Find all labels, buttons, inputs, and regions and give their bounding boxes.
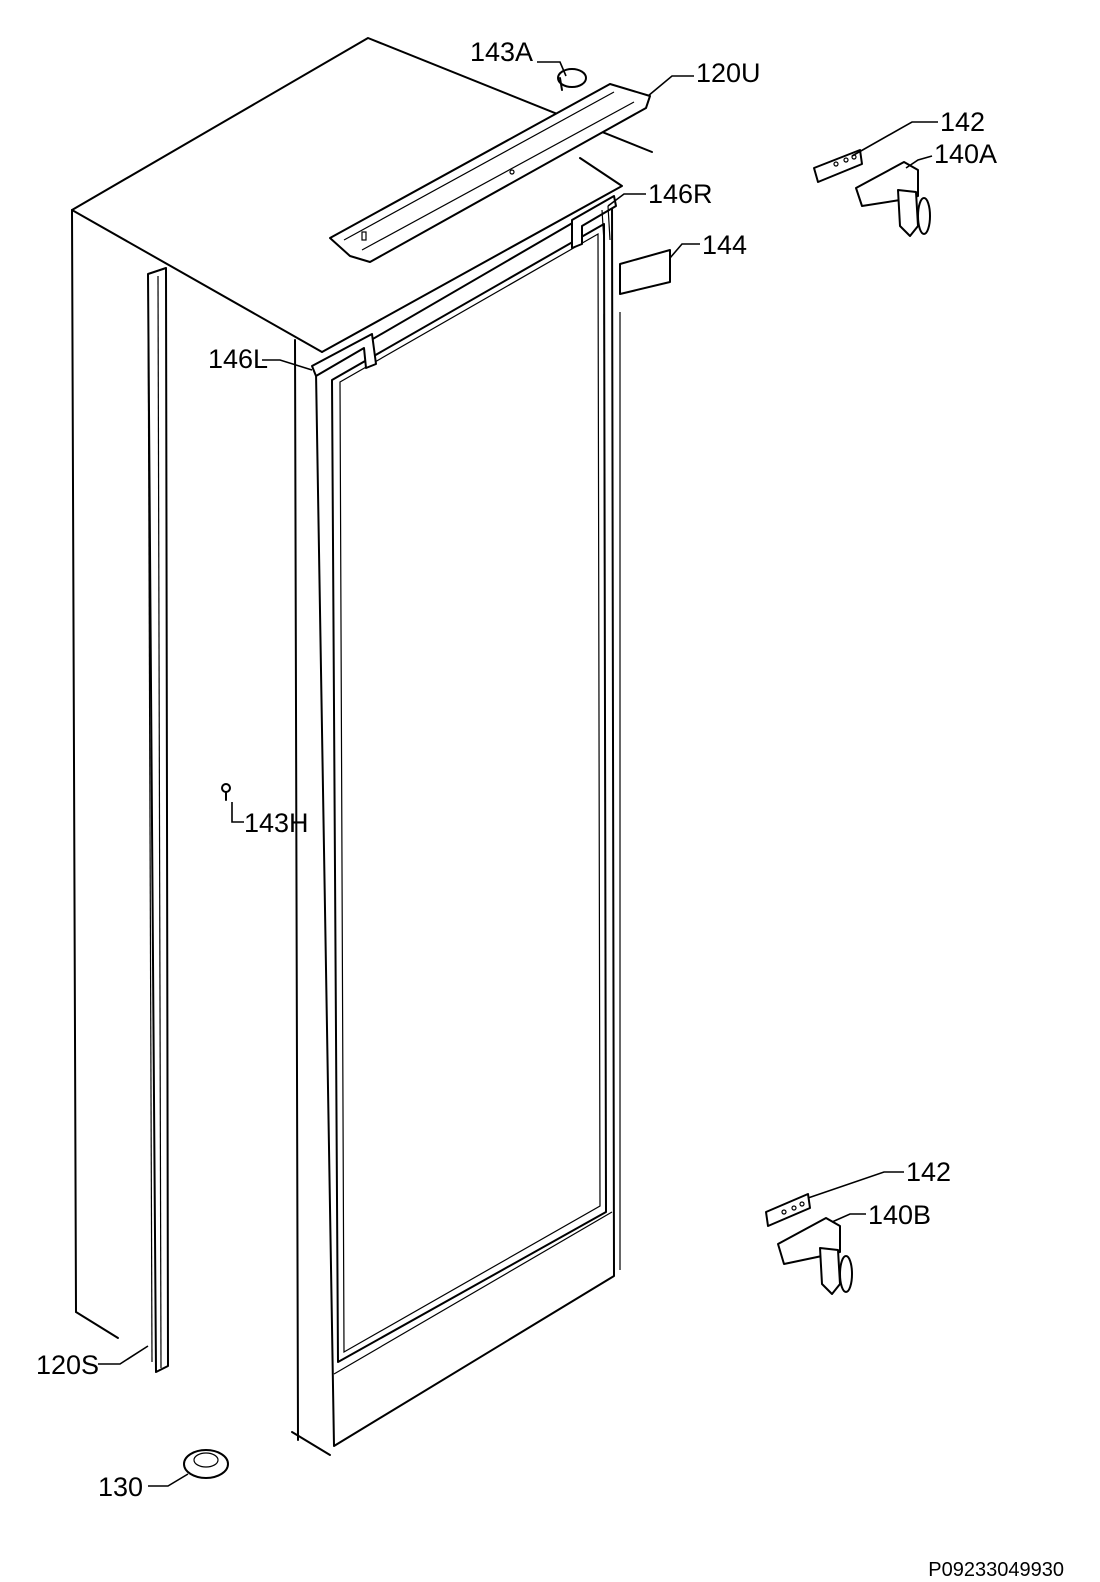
label-142-top: 142	[940, 107, 985, 137]
label-143A: 143A	[470, 37, 533, 67]
label-130: 130	[98, 1472, 143, 1502]
label-120S: 120S	[36, 1350, 99, 1380]
reference-code: P09233049930	[928, 1559, 1064, 1581]
label-120U: 120U	[696, 58, 761, 88]
hinge-140B	[777, 1217, 853, 1295]
top-rail-120U	[329, 83, 651, 263]
label-140A: 140A	[934, 139, 997, 169]
cap-143A	[557, 68, 587, 91]
foot-130	[183, 1449, 229, 1479]
screw-143H	[221, 783, 231, 801]
label-144: 144	[702, 230, 747, 260]
bracket-146R	[571, 195, 617, 249]
hinge-140A	[855, 161, 931, 237]
door-panel	[315, 199, 621, 1447]
bracket-146L	[311, 333, 377, 377]
label-142-bottom: 142	[906, 1157, 951, 1187]
leader-lines	[98, 61, 938, 1487]
label-143H: 143H	[244, 808, 309, 838]
plate-144	[619, 249, 671, 295]
part-labels: 143A 120U 142 140A 146R 144 146L 143H 14…	[36, 37, 997, 1502]
label-140B: 140B	[868, 1200, 931, 1230]
hinge-plate-142-bottom	[765, 1193, 811, 1227]
label-146L: 146L	[208, 344, 268, 374]
label-146R: 146R	[648, 179, 713, 209]
side-seal-strip-120S	[147, 267, 169, 1373]
